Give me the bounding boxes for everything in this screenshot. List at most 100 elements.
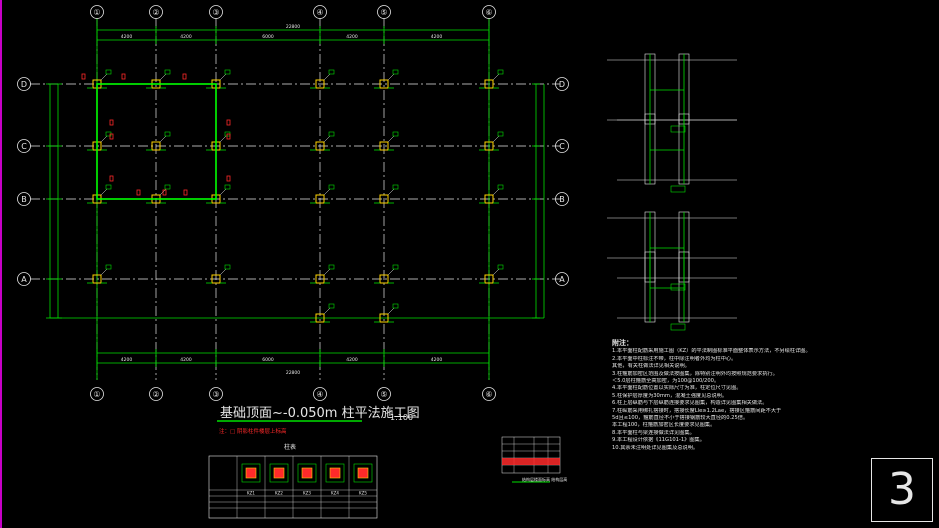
- column: [379, 194, 389, 204]
- schedule-col-label: KZ5: [359, 491, 367, 496]
- dimension-text: 6000: [262, 34, 274, 40]
- horizontal-grid-lines: [30, 83, 560, 280]
- axis-bubble: [149, 5, 163, 19]
- highlighted-bay: [96, 83, 217, 200]
- column: [484, 194, 494, 204]
- note-line: 1.本平面柱配筋采用施工图（KZ）的平法制图标准平面整体表示方法，不另绘柱详图。: [612, 348, 811, 355]
- column-tag: [224, 69, 231, 75]
- schedule-section: [241, 463, 261, 483]
- column-tag: [224, 264, 231, 270]
- axis-bubble: [149, 387, 163, 401]
- column: [315, 194, 325, 204]
- schedule-col-label: KZ4: [331, 491, 339, 496]
- red-marker: [182, 73, 187, 80]
- red-marker: [121, 73, 126, 80]
- column: [92, 274, 102, 284]
- dimension-text: 4200: [180, 34, 192, 40]
- column-tag: [164, 184, 171, 190]
- note-line: 5.柱保护层厚度为30mm，混凝土强度见总说明。: [612, 392, 728, 399]
- plan-note: 注：□ 阴影柱件楼层上标高: [219, 427, 287, 435]
- note-line: ＜5.0层柱箍筋全高加密，为100@100/200。: [612, 378, 720, 385]
- table-caption: 柱表: [284, 443, 296, 451]
- schedule-column: [245, 467, 257, 479]
- note-line: 6.柱上层纵筋与下层纵筋连接要求见图集，构造详见图集相关做法。: [612, 400, 768, 407]
- red-marker: [162, 189, 167, 196]
- plan-title: 基础顶面~-0.050m 柱平法施工图: [220, 406, 420, 421]
- axis-bubble: [90, 387, 104, 401]
- axis-label: A: [21, 275, 27, 284]
- columns: [87, 69, 504, 323]
- sheet-number: 3: [888, 464, 916, 515]
- axis-bubble: [209, 387, 223, 401]
- column: [151, 141, 161, 151]
- axis-label: D: [559, 80, 565, 89]
- axis-bubble: [555, 272, 569, 286]
- column-tag: [328, 303, 335, 309]
- schedule-column: [329, 467, 341, 479]
- axis-label: ⑤: [380, 8, 387, 17]
- column-tag: [392, 69, 399, 75]
- column-tag: [328, 264, 335, 270]
- column-tag: [164, 131, 171, 137]
- notes-block: 附注： 1.本平面柱配筋采用施工图（KZ）的平法制图标准平面整体表示方法，不另绘…: [612, 339, 862, 452]
- note-line: 2.本平面中柱标注不带，柱中除注明者外均为柱中心。: [612, 355, 737, 362]
- schedule-section: [269, 463, 289, 483]
- axis-label: ④: [316, 390, 323, 399]
- axis-bubble: [209, 5, 223, 19]
- axis-bubble: [313, 387, 327, 401]
- axis-label: D: [21, 80, 27, 89]
- axis-bubble: [555, 139, 569, 153]
- sheet-number-box: 3: [871, 458, 933, 522]
- schedule-section: [297, 463, 317, 483]
- axis-label: C: [21, 142, 27, 151]
- column-tag: [497, 184, 504, 190]
- axis-label: ④: [316, 8, 323, 17]
- axis-bubble: [555, 77, 569, 91]
- column-tag: [497, 264, 504, 270]
- axis-label: B: [559, 195, 565, 204]
- axis-label: A: [559, 275, 565, 284]
- schedule-column: [273, 467, 285, 479]
- column-tag: [105, 69, 112, 75]
- column-tag: [328, 69, 335, 75]
- axis-bubble: [313, 5, 327, 19]
- red-marker: [136, 189, 141, 196]
- dimension-text: 4200: [180, 357, 192, 363]
- column-tag: [328, 184, 335, 190]
- schedule-col-label: KZ1: [247, 491, 255, 496]
- red-marker: [109, 119, 114, 126]
- dimension-text: 4200: [431, 357, 443, 363]
- axis-bubble: [555, 192, 569, 206]
- column-tag: [497, 131, 504, 137]
- axis-label: ③: [212, 390, 219, 399]
- column-tag: [224, 184, 231, 190]
- column: [379, 313, 389, 323]
- plan-scale: 1:100: [390, 413, 413, 422]
- red-marker: [81, 73, 86, 80]
- column-tag: [105, 184, 112, 190]
- column: [315, 313, 325, 323]
- column-tag: [164, 69, 171, 75]
- column-tag: [392, 184, 399, 190]
- axis-bubble: [17, 192, 31, 206]
- red-marker: [109, 175, 114, 182]
- dimension-text: 4200: [346, 34, 358, 40]
- red-marker: [226, 119, 231, 126]
- axis-bubble: [377, 5, 391, 19]
- column: [484, 141, 494, 151]
- level-highlight: [502, 458, 560, 465]
- column-tag: [392, 131, 399, 137]
- note-line: 3.柱箍筋加密区范围及做法按图集，除特别注明外均按照规范要求执行。: [612, 370, 778, 377]
- note-line: 9.本工程设计依据《11G101-1》图集。: [612, 437, 705, 444]
- column: [379, 274, 389, 284]
- dimension-total: 22800: [286, 370, 300, 376]
- schedule-column: [301, 467, 313, 479]
- red-marker: [183, 189, 188, 196]
- schedule-section: [353, 463, 373, 483]
- axis-label: ⑥: [485, 390, 492, 399]
- red-markers: [81, 73, 231, 196]
